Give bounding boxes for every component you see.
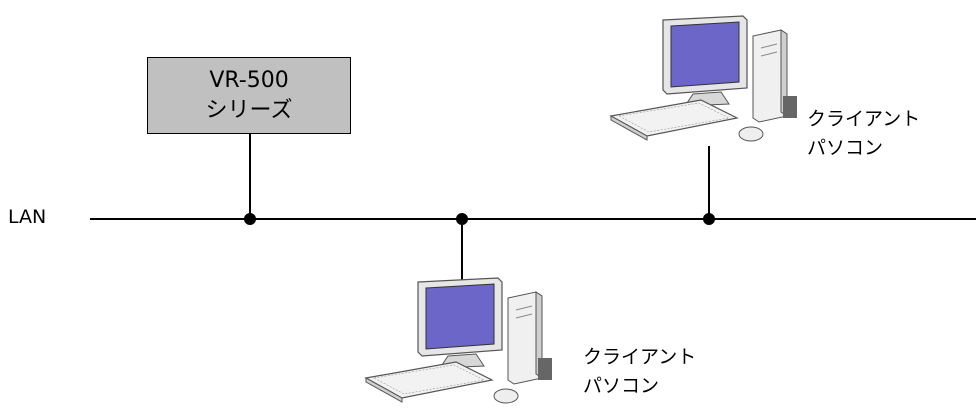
lan-label: LAN	[8, 206, 47, 228]
junction-dot	[244, 213, 256, 225]
junction-dot	[703, 213, 715, 225]
junction-dot	[456, 213, 468, 225]
device-name: VR-500	[209, 67, 289, 93]
client-label-line1: クライアント	[807, 108, 921, 130]
desktop-computer-icon	[364, 277, 552, 404]
client-label-line1: クライアント	[583, 346, 697, 368]
vr500-device: VR-500 シリーズ	[147, 57, 351, 134]
device-series: シリーズ	[205, 97, 293, 123]
client-label-line2: パソコン	[807, 137, 884, 159]
client-label-line2: パソコン	[583, 375, 660, 397]
client-label: クライアント パソコン	[583, 343, 696, 401]
client-label: クライアント パソコン	[807, 105, 920, 163]
desktop-computer-icon	[609, 15, 797, 142]
